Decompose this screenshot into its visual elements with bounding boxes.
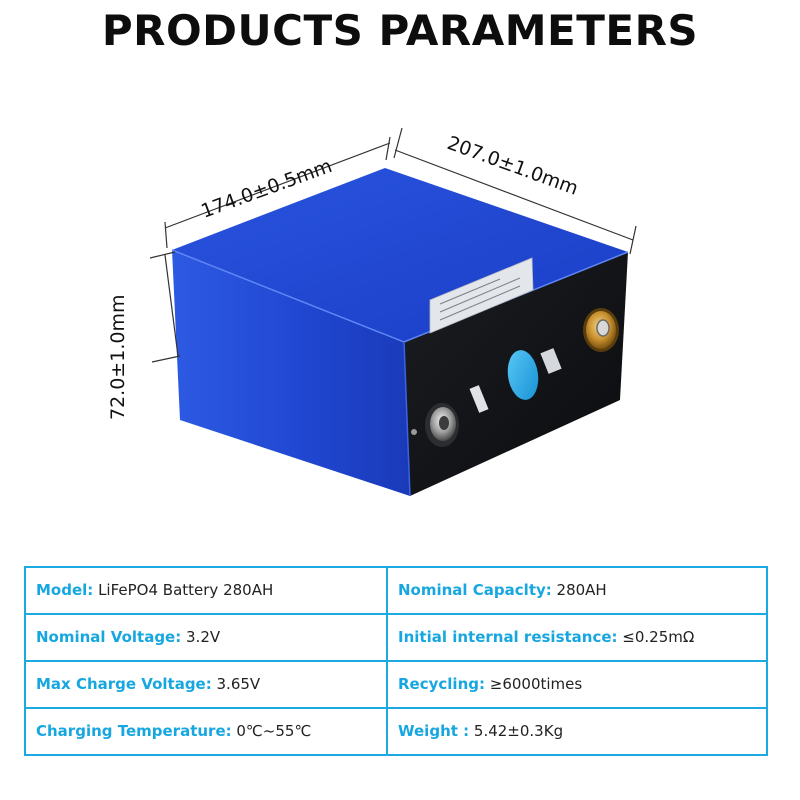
battery-side-face <box>172 250 410 496</box>
dimension-height <box>149 251 181 363</box>
battery-label-sticker <box>429 257 534 334</box>
positive-terminal <box>583 308 619 352</box>
table-row: Nominal Voltage: 3.2V Initial internal r… <box>24 613 768 662</box>
battery-illustration: 174.0±0.5mm 207.0±1.0mm 72.0±1.0mm <box>107 127 637 497</box>
specs-table: Model: LiFePO4 Battery 280AH Nominal Cap… <box>24 566 768 756</box>
dimension-height-label: 72.0±1.0mm <box>107 295 129 420</box>
table-row: Model: LiFePO4 Battery 280AH Nominal Cap… <box>24 566 768 615</box>
table-row: Max Charge Voltage: 3.65V Recycling: ≥60… <box>24 660 768 709</box>
battery-top-face <box>172 168 628 342</box>
spec-nominal-voltage: Nominal Voltage: 3.2V <box>24 613 388 662</box>
table-row: Charging Temperature: 0℃~55℃ Weight : 5.… <box>24 707 768 756</box>
spec-model: Model: LiFePO4 Battery 280AH <box>24 566 388 615</box>
dimension-length <box>164 136 391 249</box>
dimension-width-label: 207.0±1.0mm <box>444 132 581 200</box>
negative-terminal <box>411 403 459 447</box>
spec-charging-temperature: Charging Temperature: 0℃~55℃ <box>24 707 388 756</box>
spec-recycling: Recycling: ≥6000times <box>386 660 768 709</box>
spec-max-charge-voltage: Max Charge Voltage: 3.65V <box>24 660 388 709</box>
dimension-width <box>393 127 637 255</box>
spec-nominal-capacity: Nominal Capaclty: 280AH <box>386 566 768 615</box>
safety-vent <box>507 350 539 400</box>
page-title: PRODUCTS PARAMETERS <box>101 6 699 55</box>
spec-weight: Weight : 5.42±0.3Kg <box>386 707 768 756</box>
spec-internal-resistance: Initial internal resistance: ≤0.25mΩ <box>386 613 768 662</box>
